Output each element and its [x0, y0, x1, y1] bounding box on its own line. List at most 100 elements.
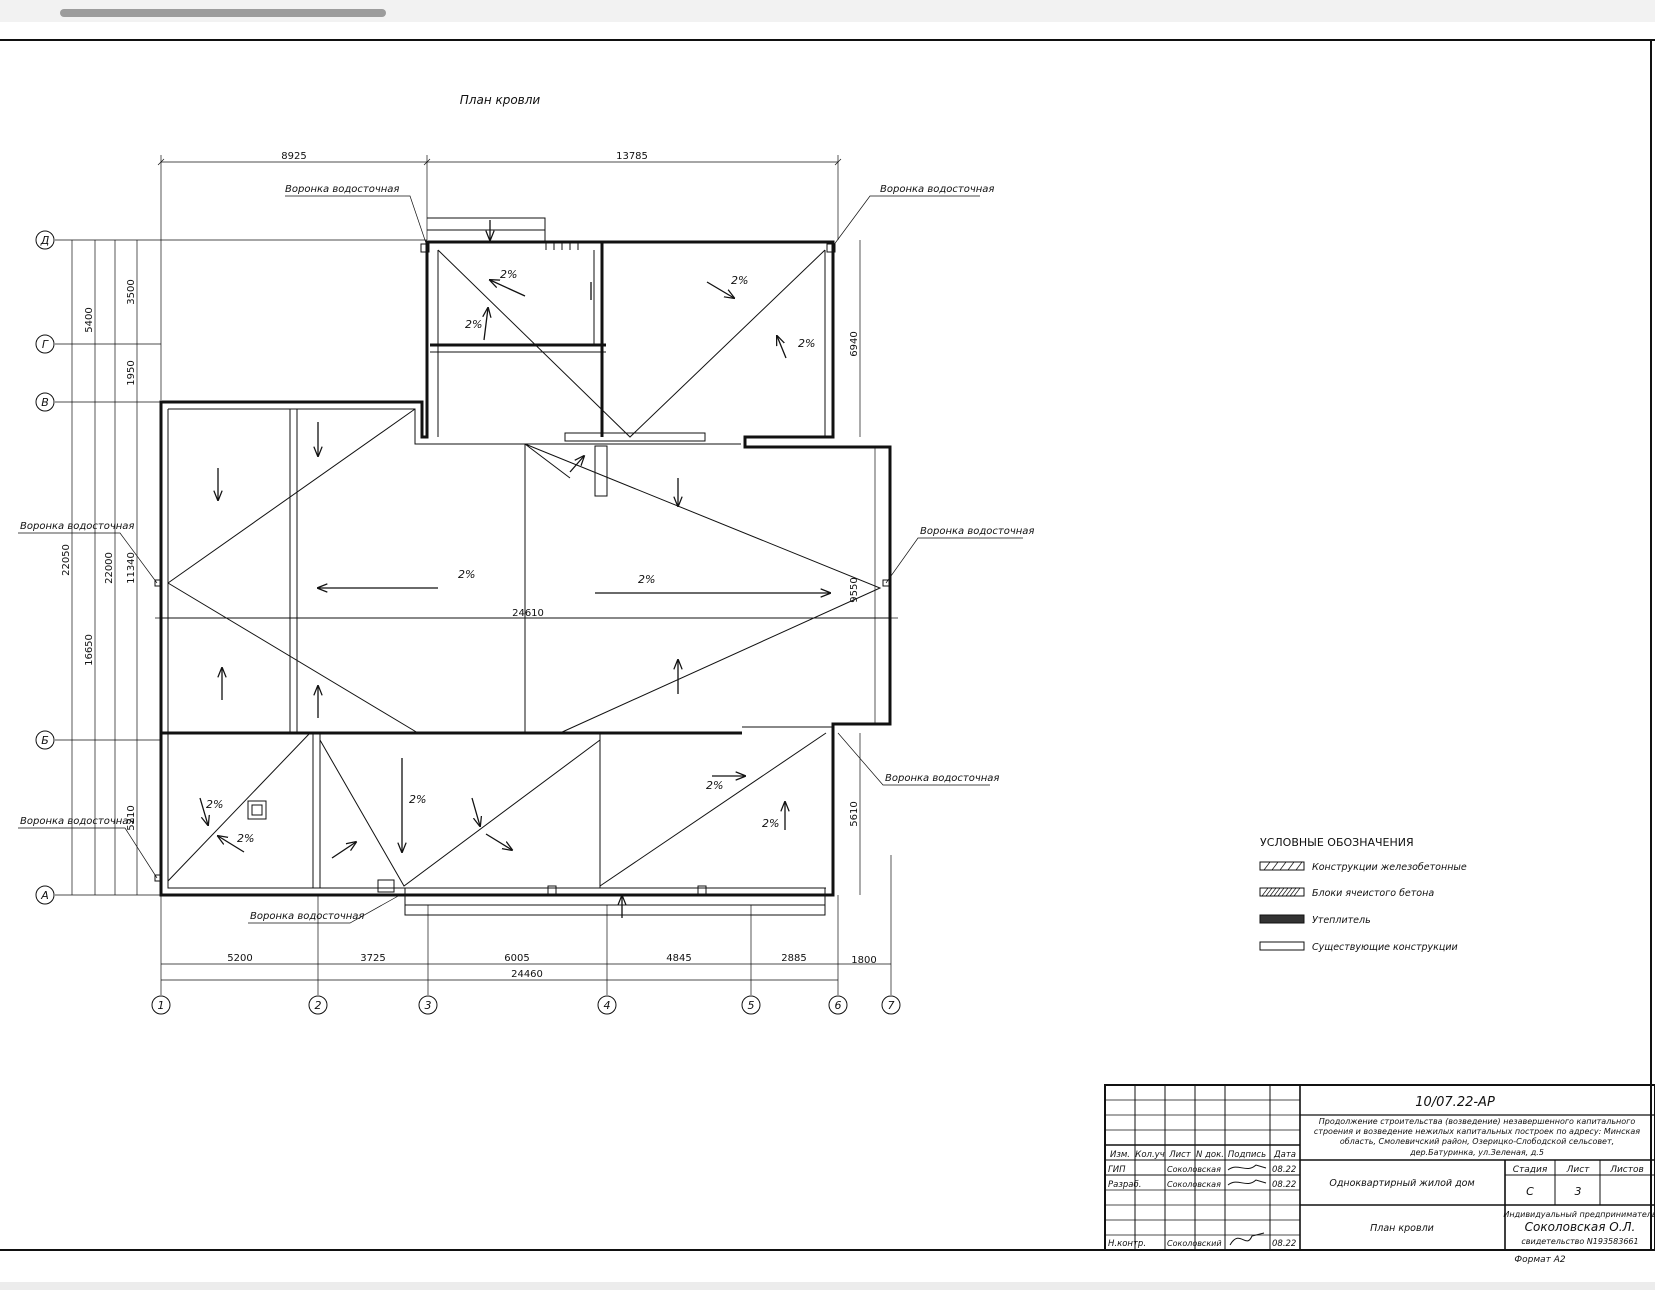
dim-label: 9550: [849, 577, 860, 602]
axis-label: В: [41, 396, 49, 409]
legend-label: Блоки ячеистого бетона: [1312, 888, 1434, 899]
column-axes: 1 2 3 4 5 6 7: [151, 995, 901, 1015]
slope-label: 2%: [798, 337, 815, 350]
slope-label: 2%: [706, 779, 723, 792]
stage-header: Стадия: [1513, 1165, 1548, 1175]
dim-label: 16650: [84, 634, 95, 666]
gutter-label: Воронка водосточная: [250, 911, 364, 922]
paper-format: Формат А2: [1514, 1255, 1566, 1265]
stage-header: Листов: [1609, 1165, 1644, 1175]
slope-arrows: [199, 220, 830, 918]
gutter-label: Воронка водосточная: [20, 521, 134, 532]
dim-label: 3500: [126, 279, 137, 304]
dim-label: 8925: [281, 151, 306, 162]
stamp-date: 08.22: [1272, 1180, 1296, 1190]
stamp-role: ГИП: [1108, 1165, 1126, 1175]
slope-labels: 2% 2% 2% 2% 2% 2% 2% 2% 2% 2% 2%: [206, 268, 815, 845]
stamp-header: Подпись: [1228, 1150, 1266, 1160]
slope-label: 2%: [638, 573, 655, 586]
axis-label: 7: [888, 999, 895, 1012]
dimension-bottom: 5200 3725 6005 4845 2885 1800 24460: [160, 855, 892, 995]
drawing-code: 10/07.22-АР: [1415, 1095, 1495, 1110]
stamp-header: Дата: [1273, 1150, 1296, 1160]
slope-label: 2%: [237, 832, 254, 845]
gutter-label: Воронка водосточная: [885, 773, 999, 784]
gutter-callouts: Воронка водосточная Воронка водосточная …: [18, 184, 1034, 924]
dim-label: 22050: [61, 544, 72, 576]
stamp-name: Соколовская: [1167, 1165, 1221, 1174]
slope-label: 2%: [500, 268, 517, 281]
stamp-role: Н.контр.: [1108, 1239, 1146, 1249]
legend-label: Конструкции железобетонные: [1312, 862, 1467, 873]
legend-title: УСЛОВНЫЕ ОБОЗНАЧЕНИЯ: [1260, 836, 1414, 849]
stamp-date: 08.22: [1272, 1165, 1296, 1175]
dim-label: 2885: [781, 953, 806, 964]
slope-label: 2%: [731, 274, 748, 287]
dim-label: 5400: [84, 307, 95, 332]
axis-label: 1: [158, 999, 165, 1012]
project-line: дер.Батуринка, ул.Зеленая, д.5: [1409, 1148, 1544, 1157]
legend-item-concrete: Конструкции железобетонные: [1259, 861, 1467, 873]
dim-label: 13785: [616, 151, 648, 162]
axis-label: 5: [748, 999, 755, 1012]
row-axes: Д Г В Б А: [35, 230, 55, 905]
page-title: План кровли: [460, 93, 541, 107]
slope-label: 2%: [465, 318, 482, 331]
bottom-bar: [0, 1282, 1655, 1290]
dim-label: 22000: [104, 552, 115, 584]
title-block: 10/07.22-АР Продолжение строительства (в…: [1104, 1084, 1655, 1265]
dimension-left: 22050 16650 5400 22000 5210 3500 1950 11…: [55, 239, 427, 896]
slope-label: 2%: [206, 798, 223, 811]
dim-label: 5610: [849, 801, 860, 826]
legend: УСЛОВНЫЕ ОБОЗНАЧЕНИЯ Конструкции железоб…: [1259, 836, 1467, 953]
stage-header: Лист: [1566, 1165, 1591, 1175]
org-line: свидетельство N193583661: [1521, 1237, 1638, 1246]
roof-ridges: [167, 249, 882, 887]
axis-label: А: [40, 889, 49, 902]
top-scrollbar-track[interactable]: [0, 0, 1655, 22]
dim-label: 4845: [666, 953, 691, 964]
stamp-role: Разраб.: [1108, 1180, 1141, 1190]
building-name: Одноквартирный жилой дом: [1329, 1178, 1474, 1189]
sheet-title: План кровли: [1370, 1223, 1434, 1234]
scrollbar-thumb[interactable]: [60, 9, 386, 17]
legend-item-existing: Существующие конструкции: [1259, 941, 1458, 953]
project-line: область, Смолевичский район, Озерицко-Сл…: [1340, 1137, 1614, 1146]
stamp-name: Соколовская: [1167, 1180, 1221, 1189]
dim-label: 5200: [227, 953, 252, 964]
stamp-header: Лист: [1168, 1150, 1192, 1160]
legend-label: Существующие конструкции: [1312, 942, 1458, 953]
sheet-number: 3: [1575, 1185, 1582, 1198]
org-line: Соколовская О.Л.: [1525, 1220, 1636, 1234]
axis-label: 6: [835, 999, 842, 1012]
dim-label: 24610: [512, 608, 544, 619]
stamp-name: Соколовский: [1167, 1239, 1222, 1248]
gutter-label: Воронка водосточная: [285, 184, 399, 195]
dim-label: 11340: [126, 552, 137, 584]
dim-label: 24460: [511, 969, 543, 980]
axis-label: Г: [42, 338, 49, 351]
stamp-date: 08.22: [1272, 1239, 1296, 1249]
axis-label: Д: [40, 234, 50, 247]
slope-label: 2%: [762, 817, 779, 830]
axis-label: Б: [41, 734, 49, 747]
dim-label: 5210: [126, 805, 137, 830]
dim-label: 3725: [360, 953, 385, 964]
stamp-header: N док.: [1196, 1150, 1224, 1160]
project-line: строения и возведение нежилых капитальны…: [1314, 1127, 1640, 1136]
slope-label: 2%: [458, 568, 475, 581]
signature: [1229, 1232, 1265, 1246]
sheet-frame: [0, 39, 1655, 1251]
stamp-header: Изм.: [1110, 1150, 1130, 1160]
stage-value: С: [1526, 1185, 1534, 1198]
dim-label: 6940: [849, 331, 860, 356]
legend-item-aerated-block: Блоки ячеистого бетона: [1259, 887, 1434, 899]
signature: [1227, 1179, 1267, 1186]
slope-label: 2%: [409, 793, 426, 806]
legend-label: Утеплитель: [1312, 915, 1371, 926]
stamp-header: Кол.уч: [1135, 1150, 1164, 1160]
project-line: Продолжение строительства (возведение) н…: [1319, 1117, 1636, 1126]
dimension-top: 8925 13785: [157, 151, 842, 400]
dimension-right: 6940 9550 5610 24610: [155, 240, 898, 895]
